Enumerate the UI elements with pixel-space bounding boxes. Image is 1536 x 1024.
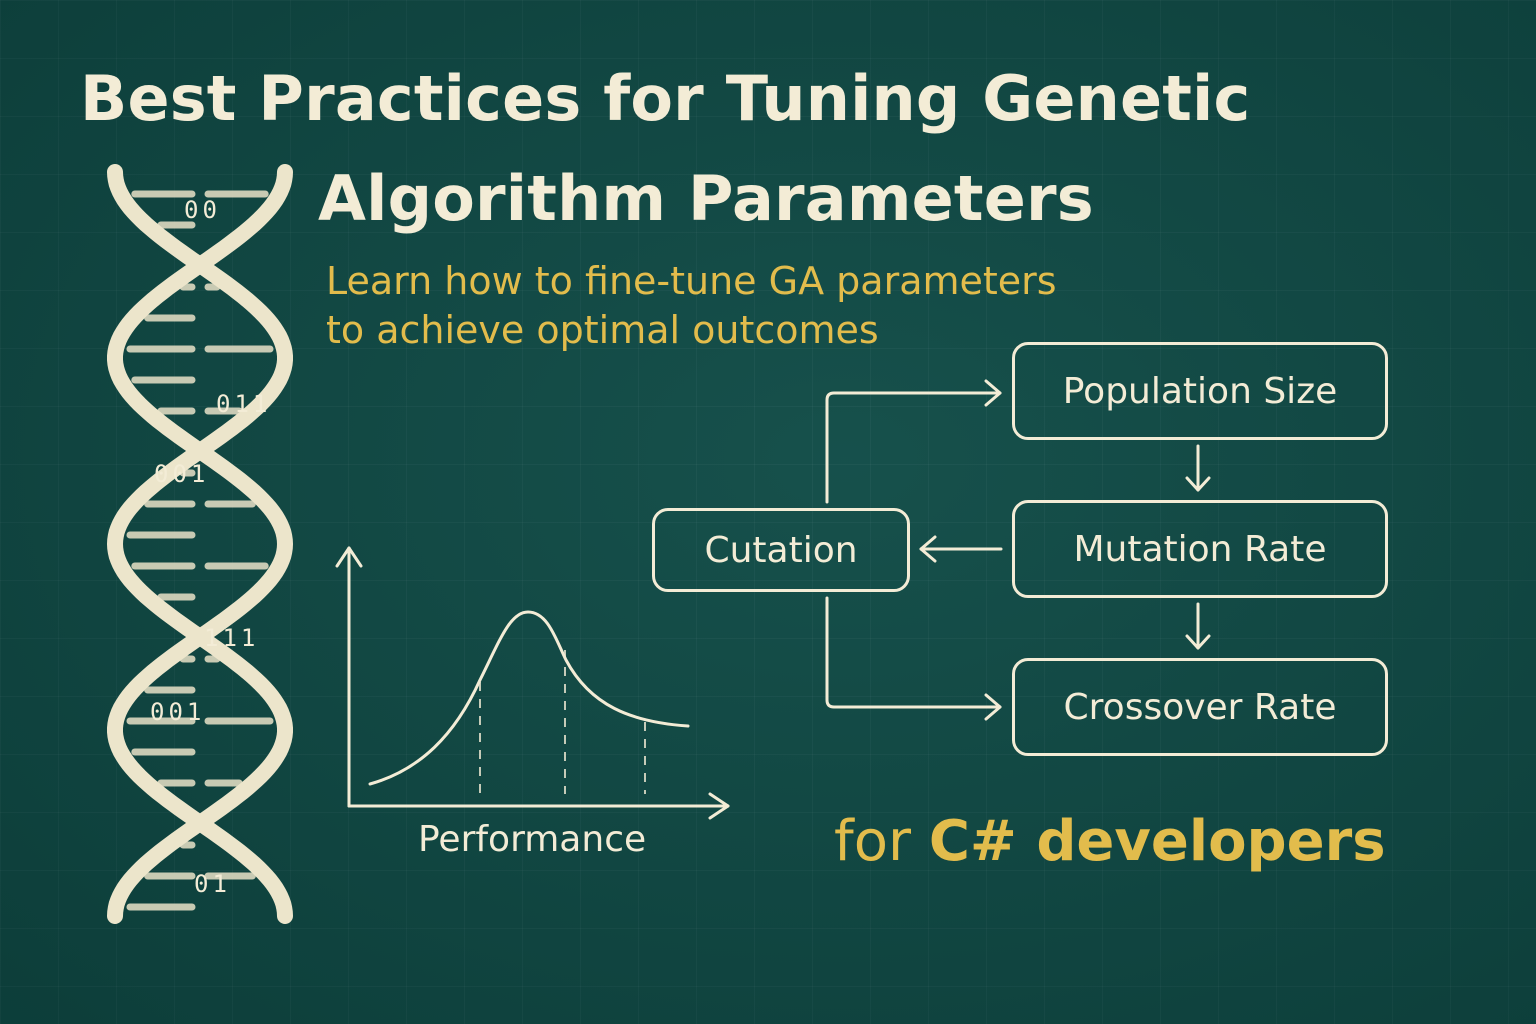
chart-x-axis-arrow-icon bbox=[708, 792, 730, 820]
dna-strand-2 bbox=[106, 164, 293, 924]
chart-curve bbox=[368, 610, 690, 786]
dna-binary-2: 001 bbox=[154, 460, 210, 488]
audience-tagline: for C# developers bbox=[834, 814, 1386, 870]
audience-tagline-emphasis: C# developers bbox=[928, 809, 1386, 874]
chart-x-axis-label: Performance bbox=[418, 819, 647, 860]
arrow-left-icon bbox=[919, 535, 937, 563]
dna-strand-1 bbox=[107, 164, 294, 924]
connector-cutation-to-crossover bbox=[825, 596, 1002, 709]
subtitle-line-2: to achieve optimal outcomes bbox=[326, 308, 879, 352]
crossover-rate-box: Crossover Rate bbox=[1012, 658, 1388, 756]
connector-cutation-to-population bbox=[825, 391, 1002, 504]
dna-binary-5: 01 bbox=[194, 870, 231, 898]
subtitle-line-1: Learn how to fine-tune GA parameters bbox=[326, 259, 1057, 303]
population-size-box: Population Size bbox=[1012, 342, 1388, 440]
chart-y-axis-arrow-icon bbox=[335, 546, 363, 568]
arrow-down-icon bbox=[1185, 634, 1211, 650]
arrow-right-icon bbox=[984, 693, 1002, 721]
arrow-down-icon bbox=[1185, 476, 1211, 492]
mutation-rate-box: Mutation Rate bbox=[1012, 500, 1388, 598]
dna-binary-4: 001 bbox=[150, 698, 206, 726]
cutation-box: Cutation bbox=[652, 508, 910, 592]
audience-tagline-prefix: for bbox=[834, 809, 929, 874]
dna-binary-3: 111 bbox=[204, 624, 260, 652]
dna-binary-0: 00 bbox=[184, 196, 221, 224]
page-title-line-2: Algorithm Parameters bbox=[318, 162, 1094, 235]
dna-binary-1: 011 bbox=[216, 390, 272, 418]
arrow-right-icon bbox=[984, 379, 1002, 407]
page-title-line-1: Best Practices for Tuning Genetic bbox=[80, 62, 1251, 135]
